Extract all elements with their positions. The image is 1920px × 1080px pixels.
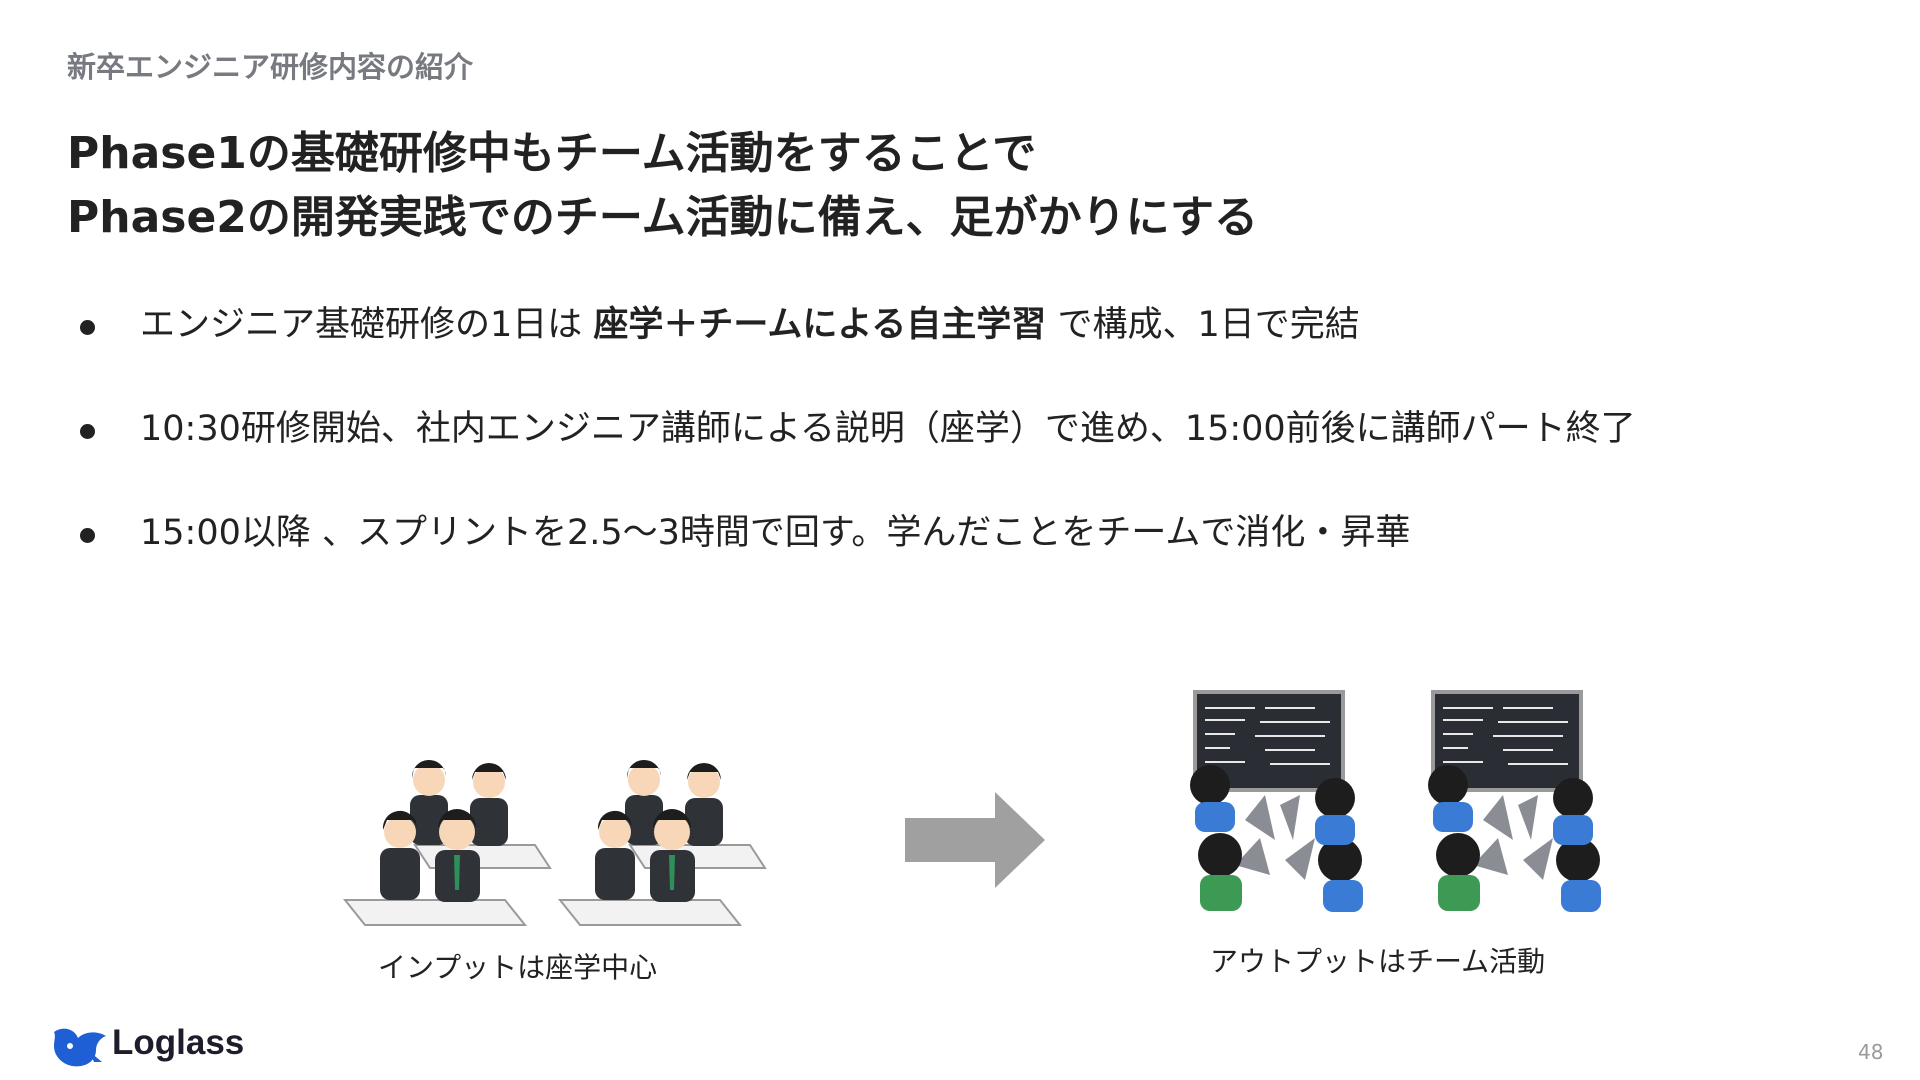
bullet-dot xyxy=(80,424,95,439)
left-caption: インプットは座学中心 xyxy=(378,951,658,984)
bullet-text-post: で構成、1日で完結 xyxy=(1046,305,1360,345)
brand-name: Loglass xyxy=(112,1023,245,1062)
page-title: Phase1の基礎研修中もチーム活動をすることで Phase2の開発実践でのチー… xyxy=(67,122,1258,250)
section-label: 新卒エンジニア研修内容の紹介 xyxy=(67,50,474,84)
bullet-dot xyxy=(80,320,95,335)
bullet-text: エンジニア基礎研修の1日は 座学＋チームによる自主学習 で構成、1日で完結 xyxy=(140,300,1360,350)
arrow-right-icon xyxy=(905,792,1045,888)
desk-group-right xyxy=(557,759,767,926)
bullet-text: 15:00以降 、スプリントを2.5〜3時間で回す。学んだことをチームで消化・昇… xyxy=(140,513,1411,553)
bullet-item: 15:00以降 、スプリントを2.5〜3時間で回す。学んだことをチームで消化・昇… xyxy=(80,508,1780,612)
title-line-2: Phase2の開発実践でのチーム活動に備え、足がかりにする xyxy=(67,192,1259,243)
team-illustration xyxy=(1190,690,1601,912)
page-number: 48 xyxy=(1858,1040,1884,1064)
bullet-item: エンジニア基礎研修の1日は 座学＋チームによる自主学習 で構成、1日で完結 xyxy=(80,300,1780,404)
lecture-illustration xyxy=(342,759,767,926)
right-caption: アウトプットはチーム活動 xyxy=(1210,945,1546,978)
bullet-text: 10:30研修開始、社内エンジニア講師による説明（座学）で進め、15:00前後に… xyxy=(140,409,1636,449)
bullet-dot xyxy=(80,528,95,543)
bullet-text-bold: 座学＋チームによる自主学習 xyxy=(593,305,1047,345)
loglass-logo-icon xyxy=(54,1028,106,1067)
title-line-1: Phase1の基礎研修中もチーム活動をすることで xyxy=(67,128,1037,179)
bullet-item: 10:30研修開始、社内エンジニア講師による説明（座学）で進め、15:00前後に… xyxy=(80,404,1780,508)
bullet-text-pre: エンジニア基礎研修の1日は xyxy=(140,305,594,345)
desk-group-left xyxy=(342,759,552,926)
bullet-list: エンジニア基礎研修の1日は 座学＋チームによる自主学習 で構成、1日で完結 10… xyxy=(80,300,1780,612)
team-group-right xyxy=(1428,690,1601,912)
team-group-left xyxy=(1190,690,1363,912)
